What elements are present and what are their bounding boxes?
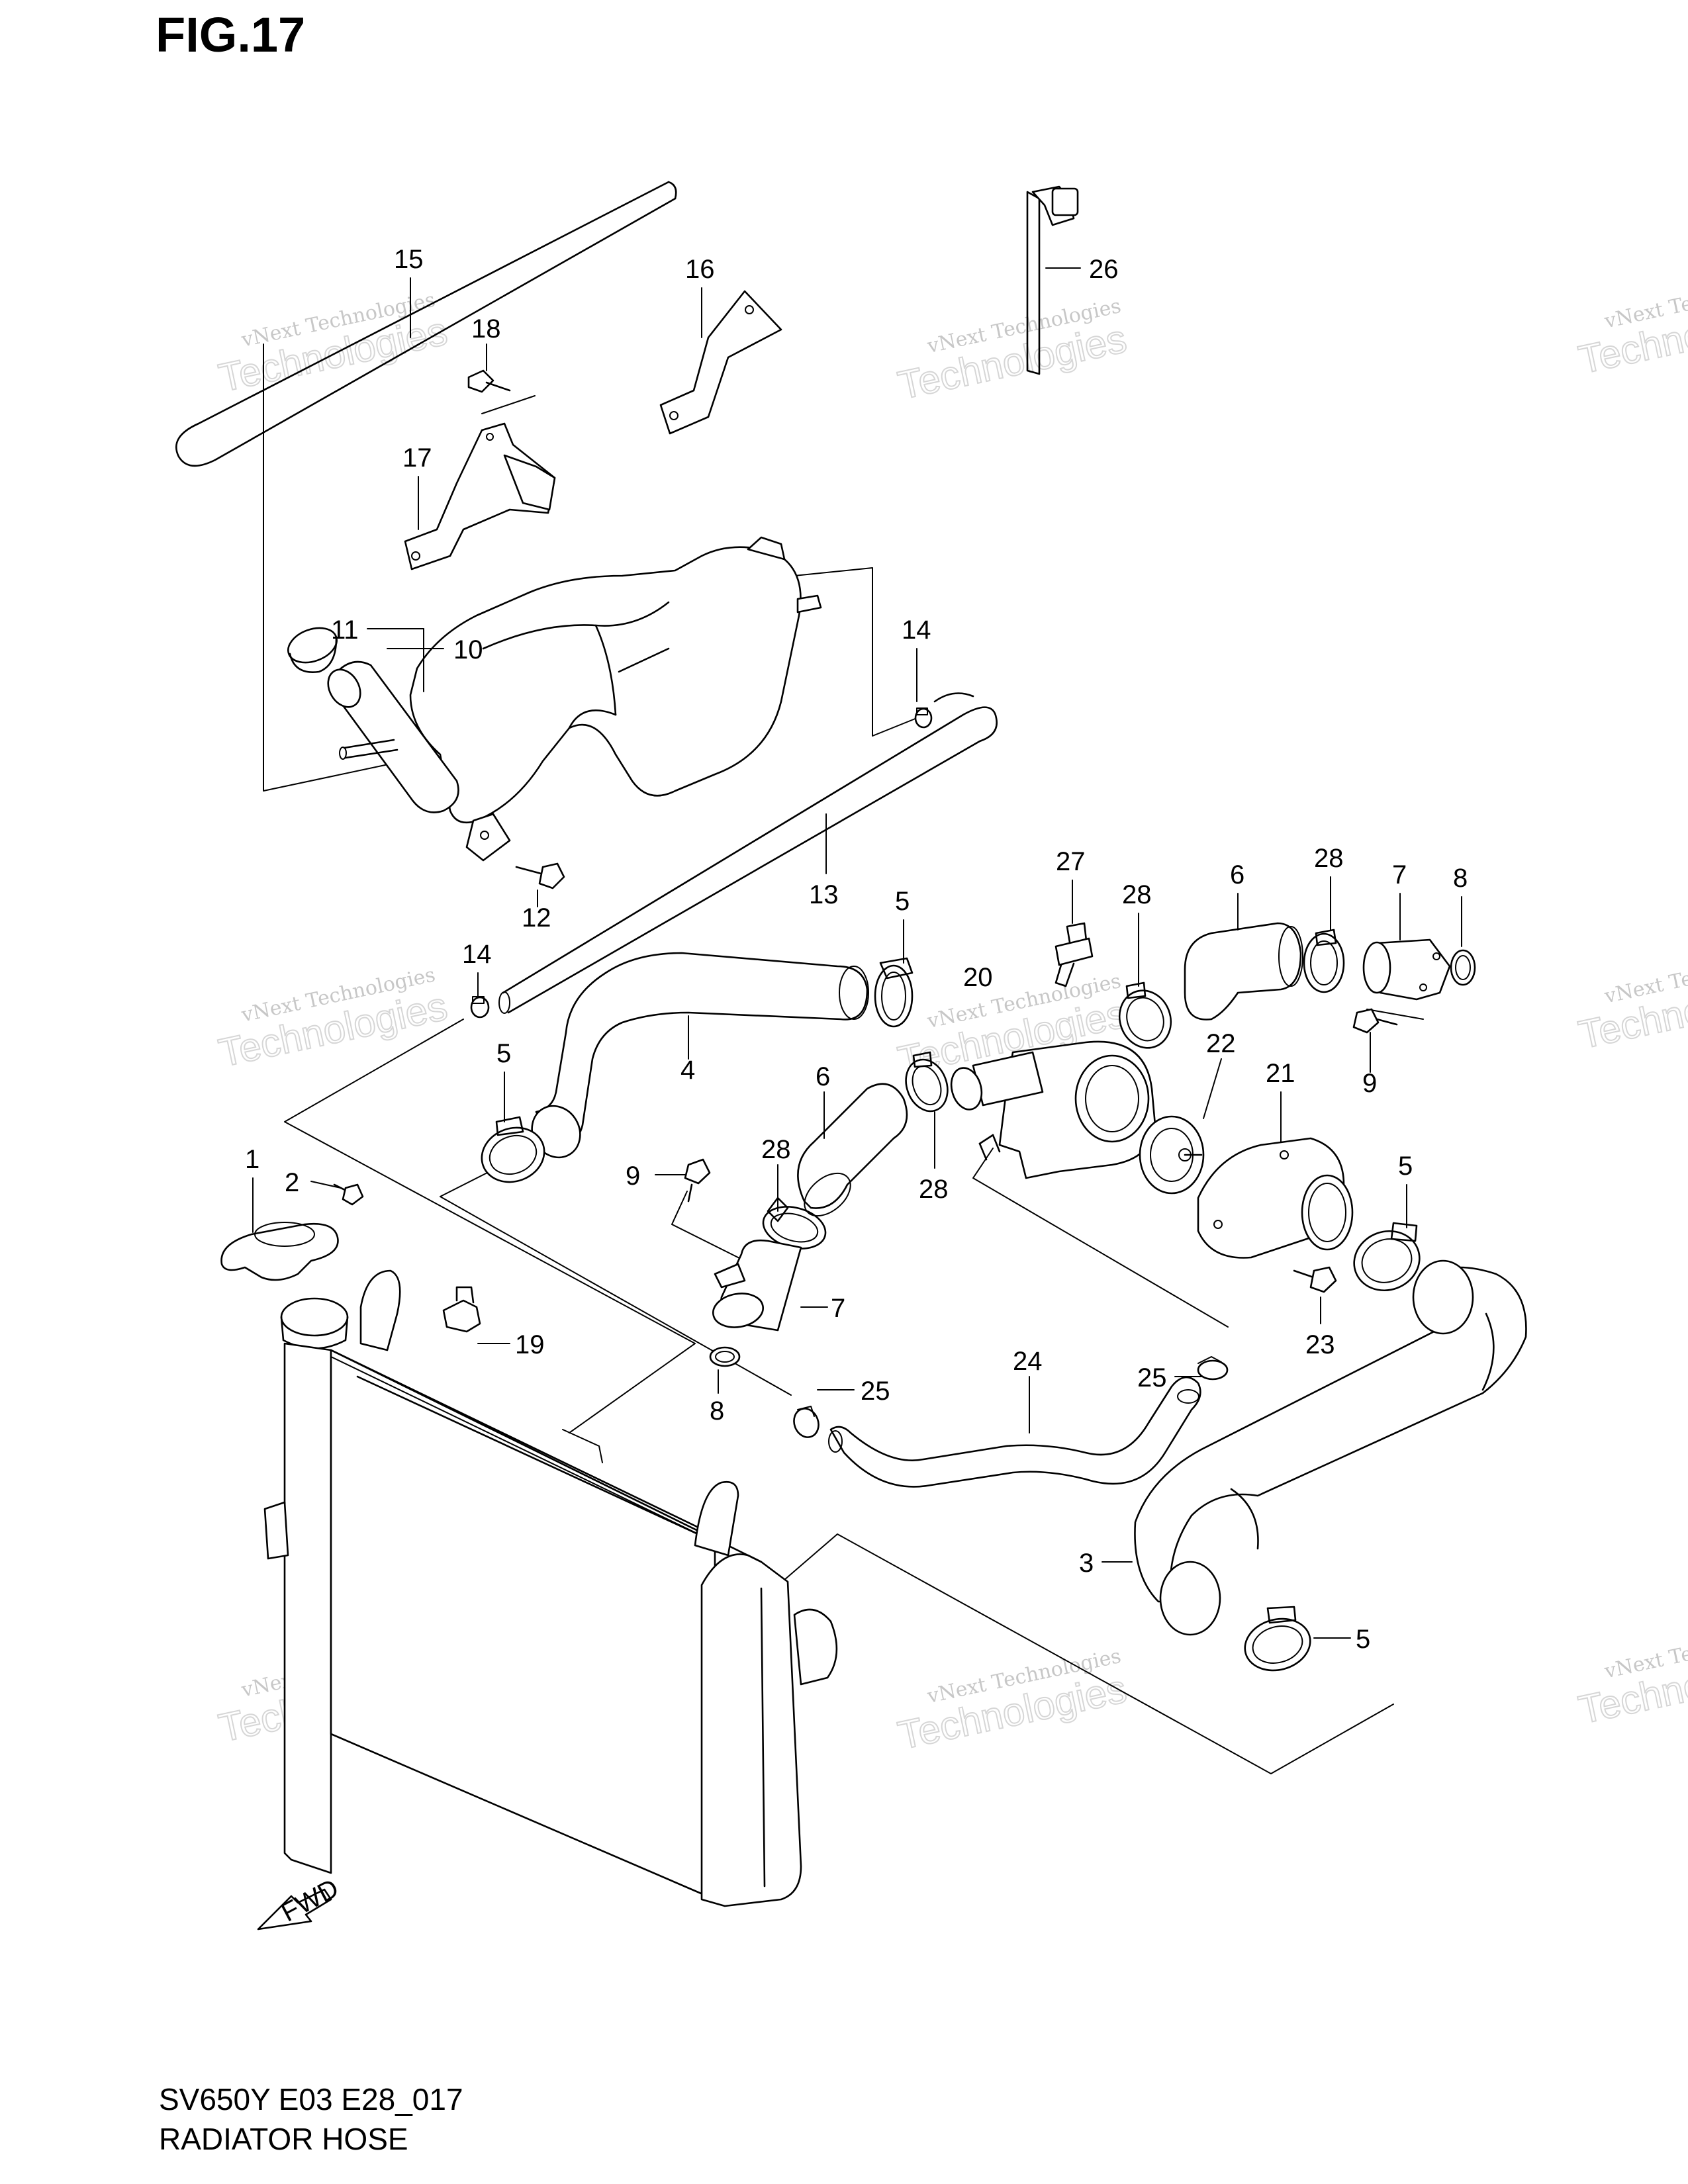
part-23-bolt	[1293, 1266, 1337, 1293]
part-14-clamp-upper	[914, 707, 933, 729]
part-8-o-ring-lower	[709, 1346, 741, 1367]
callout-11: 11	[331, 615, 359, 645]
callout-9-lower: 9	[626, 1161, 640, 1191]
part-5-clamp-d	[1244, 1606, 1311, 1672]
callout-10: 10	[453, 635, 483, 664]
part-9-bolt-lower	[684, 1158, 711, 1203]
part-27-temperature-sensor	[1055, 922, 1094, 987]
part-5-clamp-b	[481, 1116, 545, 1183]
callout-19: 19	[515, 1330, 545, 1359]
part-7-fitting-lower	[712, 1239, 802, 1332]
callout-8-upper: 8	[1453, 864, 1468, 893]
callout-22: 22	[1206, 1029, 1236, 1058]
part-5-clamp-a	[874, 957, 914, 1028]
part-21-outlet-cover	[1197, 1137, 1354, 1259]
part-18-bolt	[467, 369, 511, 393]
part-14-clamp-lower	[470, 996, 490, 1019]
part-17-bracket	[404, 422, 556, 570]
part-12-bolt	[515, 862, 565, 889]
callout-1: 1	[245, 1145, 259, 1174]
part-22-thermostat	[1139, 1115, 1205, 1195]
callout-7-upper: 7	[1392, 860, 1407, 889]
callout-8-lower: 8	[710, 1396, 724, 1426]
callout-20: 20	[963, 963, 993, 992]
callout-26: 26	[1089, 255, 1119, 284]
part-25-clip-right	[1197, 1356, 1229, 1381]
callout-3: 3	[1079, 1549, 1094, 1578]
callout-6-lower: 6	[816, 1062, 830, 1091]
model-code: SV650Y E03 E28_017	[159, 2082, 463, 2116]
callout-9-upper: 9	[1362, 1069, 1377, 1098]
fwd-direction-arrow: FWD	[257, 1874, 344, 1931]
part-28-clamp-d	[762, 1197, 827, 1250]
callout-21: 21	[1266, 1059, 1295, 1088]
callout-23: 23	[1305, 1330, 1335, 1359]
callout-25-right: 25	[1137, 1363, 1167, 1392]
callout-4: 4	[680, 1056, 695, 1085]
part-28-clamp-c	[905, 1051, 949, 1113]
part-8-o-ring-upper	[1450, 949, 1476, 986]
part-25-clip-left	[793, 1406, 820, 1438]
callout-18: 18	[471, 314, 501, 343]
part-15-overflow-hose	[175, 181, 677, 467]
callout-16: 16	[685, 255, 715, 284]
part-28-clamp-b	[1118, 981, 1172, 1049]
section-name: RADIATOR HOSE	[159, 2122, 408, 2156]
callout-24: 24	[1013, 1347, 1043, 1376]
callout-17: 17	[402, 443, 432, 473]
callout-labels: 15 16 26 18 17 11 10 14 12 13 27 6 28 7 …	[245, 245, 1468, 1654]
part-6-hose-upper	[1184, 922, 1303, 1021]
callout-28-upper: 28	[1314, 844, 1344, 873]
part-16-bracket	[659, 290, 782, 435]
callout-2: 2	[285, 1168, 299, 1197]
callout-12: 12	[522, 903, 551, 933]
part-4-radiator-hose	[531, 952, 869, 1159]
part-28-clamp-a	[1303, 929, 1345, 993]
part-5-clamp-c	[1353, 1222, 1421, 1292]
callout-5-c: 5	[1398, 1152, 1413, 1181]
callout-27: 27	[1056, 847, 1086, 876]
part-3-radiator-hose	[1134, 1259, 1527, 1636]
part-7-fitting-upper	[1362, 938, 1451, 1001]
part-26-rod	[1026, 185, 1079, 375]
part-1-radiator-cap	[220, 1222, 339, 1281]
callout-25-left: 25	[861, 1377, 890, 1406]
callout-5-d: 5	[1356, 1625, 1370, 1654]
callout-14-lower: 14	[462, 940, 492, 969]
callout-6-upper: 6	[1230, 860, 1244, 889]
callout-5-a: 5	[895, 887, 910, 916]
part-9-bolt-upper	[1352, 1008, 1398, 1034]
callout-leader-lines	[252, 267, 1462, 1639]
part-13-hose	[498, 692, 998, 1014]
callout-28-b: 28	[1122, 880, 1152, 909]
callout-14-upper: 14	[902, 615, 931, 645]
radiator-core	[263, 1269, 838, 1907]
callout-28-d: 28	[919, 1175, 949, 1204]
part-24-bypass-hose	[828, 1376, 1201, 1488]
callout-5-b: 5	[496, 1039, 511, 1068]
callout-13: 13	[809, 880, 839, 909]
part-6-hose-lower	[797, 1083, 908, 1217]
figure-title: FIG.17	[156, 7, 306, 62]
callout-15: 15	[394, 245, 424, 274]
callout-28-c: 28	[761, 1135, 791, 1164]
part-19-fan-switch	[442, 1286, 481, 1333]
part-10-reservoir-tank	[287, 536, 822, 862]
callout-7-lower: 7	[831, 1294, 845, 1323]
